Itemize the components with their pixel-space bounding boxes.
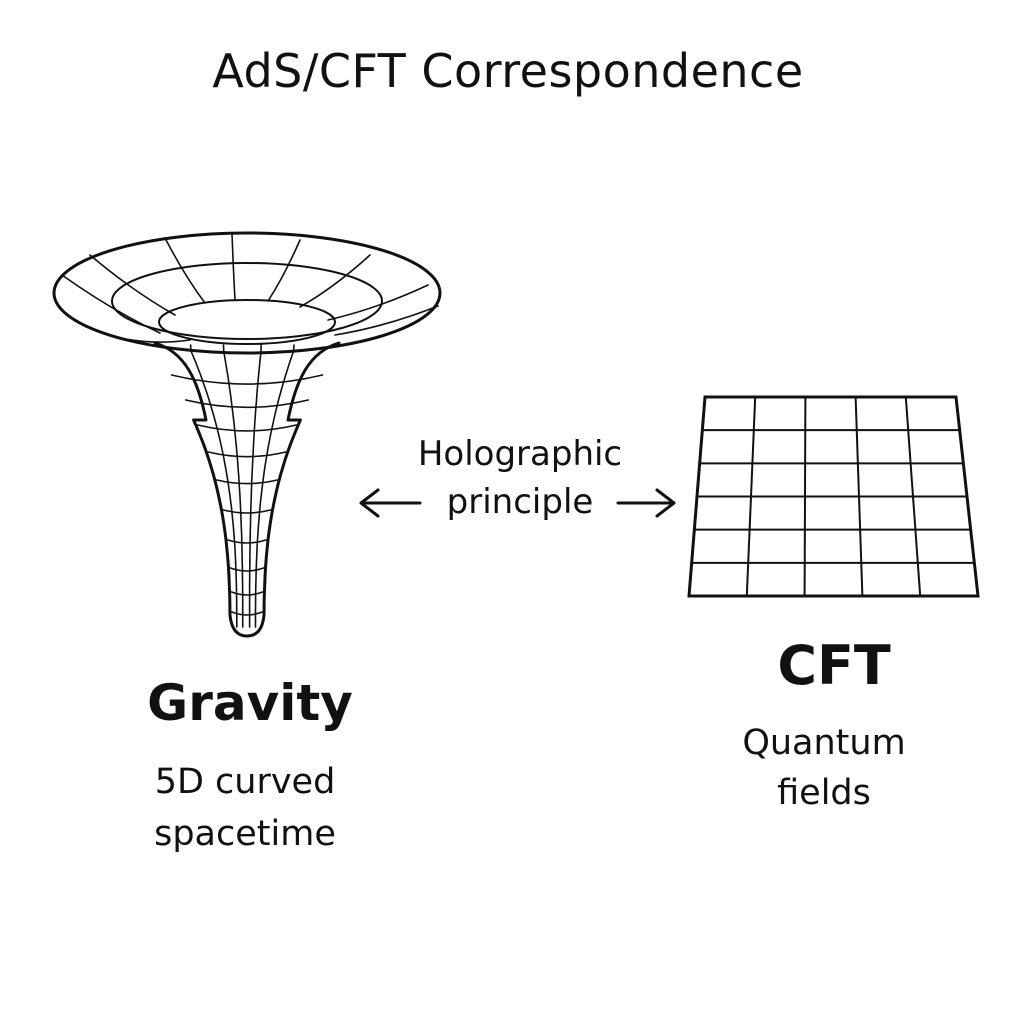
gravity-subtitle: 5D curved spacetime bbox=[95, 756, 395, 860]
funnel-spoke-4 bbox=[231, 233, 236, 301]
funnel-right-edge bbox=[245, 341, 341, 638]
funnel-spoke-3 bbox=[164, 237, 206, 304]
cft-grid-illustration bbox=[687, 395, 980, 598]
funnel-ring-9 bbox=[230, 591, 264, 596]
funnel-ring-8 bbox=[229, 567, 265, 572]
cft-subtitle-line1: Quantum bbox=[742, 723, 906, 763]
funnel-ring-10 bbox=[231, 611, 263, 616]
cft-subtitle-line2: fields bbox=[777, 773, 871, 813]
holographic-principle-label: Holographic principle bbox=[380, 430, 660, 526]
right-arrow-icon bbox=[616, 488, 676, 518]
funnel-meridian-4 bbox=[254, 344, 295, 628]
funnel-spoke-2 bbox=[89, 254, 176, 316]
funnel-throat-ring bbox=[158, 299, 336, 345]
funnel-inner-ring bbox=[111, 262, 383, 340]
gravity-subtitle-line2: spacetime bbox=[154, 814, 336, 854]
funnel-outer-rim bbox=[52, 231, 442, 355]
cft-subtitle: Quantum fields bbox=[674, 718, 974, 818]
funnel-spacetime-illustration bbox=[52, 231, 442, 638]
funnel-ring-7 bbox=[227, 539, 267, 544]
gravity-subtitle-line1: 5D curved bbox=[154, 762, 336, 802]
cft-title: CFT bbox=[777, 634, 891, 697]
holographic-line2: principle bbox=[446, 482, 594, 522]
funnel-spoke-8 bbox=[334, 305, 439, 336]
gravity-title: Gravity bbox=[147, 674, 353, 732]
funnel-meridian-1 bbox=[189, 344, 238, 628]
funnel-ring-3 bbox=[197, 424, 297, 432]
funnel-spoke-6 bbox=[299, 254, 371, 308]
left-arrow-icon bbox=[359, 488, 422, 518]
funnel-ring-5 bbox=[216, 479, 278, 485]
funnel-spoke-7 bbox=[327, 284, 429, 321]
funnel-left-edge bbox=[153, 341, 249, 638]
funnel-spoke-5 bbox=[267, 239, 301, 302]
holographic-line1: Holographic bbox=[417, 434, 623, 474]
funnel-meridian-3 bbox=[248, 344, 262, 628]
page-title: AdS/CFT Correspondence bbox=[212, 44, 804, 98]
funnel-ring-1 bbox=[170, 374, 324, 385]
funnel-spoke-1 bbox=[61, 274, 161, 334]
funnel-ring-2 bbox=[185, 399, 309, 409]
funnel-spoke-9 bbox=[119, 337, 191, 343]
funnel-ring-4 bbox=[207, 451, 287, 458]
funnel-meridian-2 bbox=[222, 344, 244, 628]
funnel-ring-6 bbox=[222, 509, 272, 514]
